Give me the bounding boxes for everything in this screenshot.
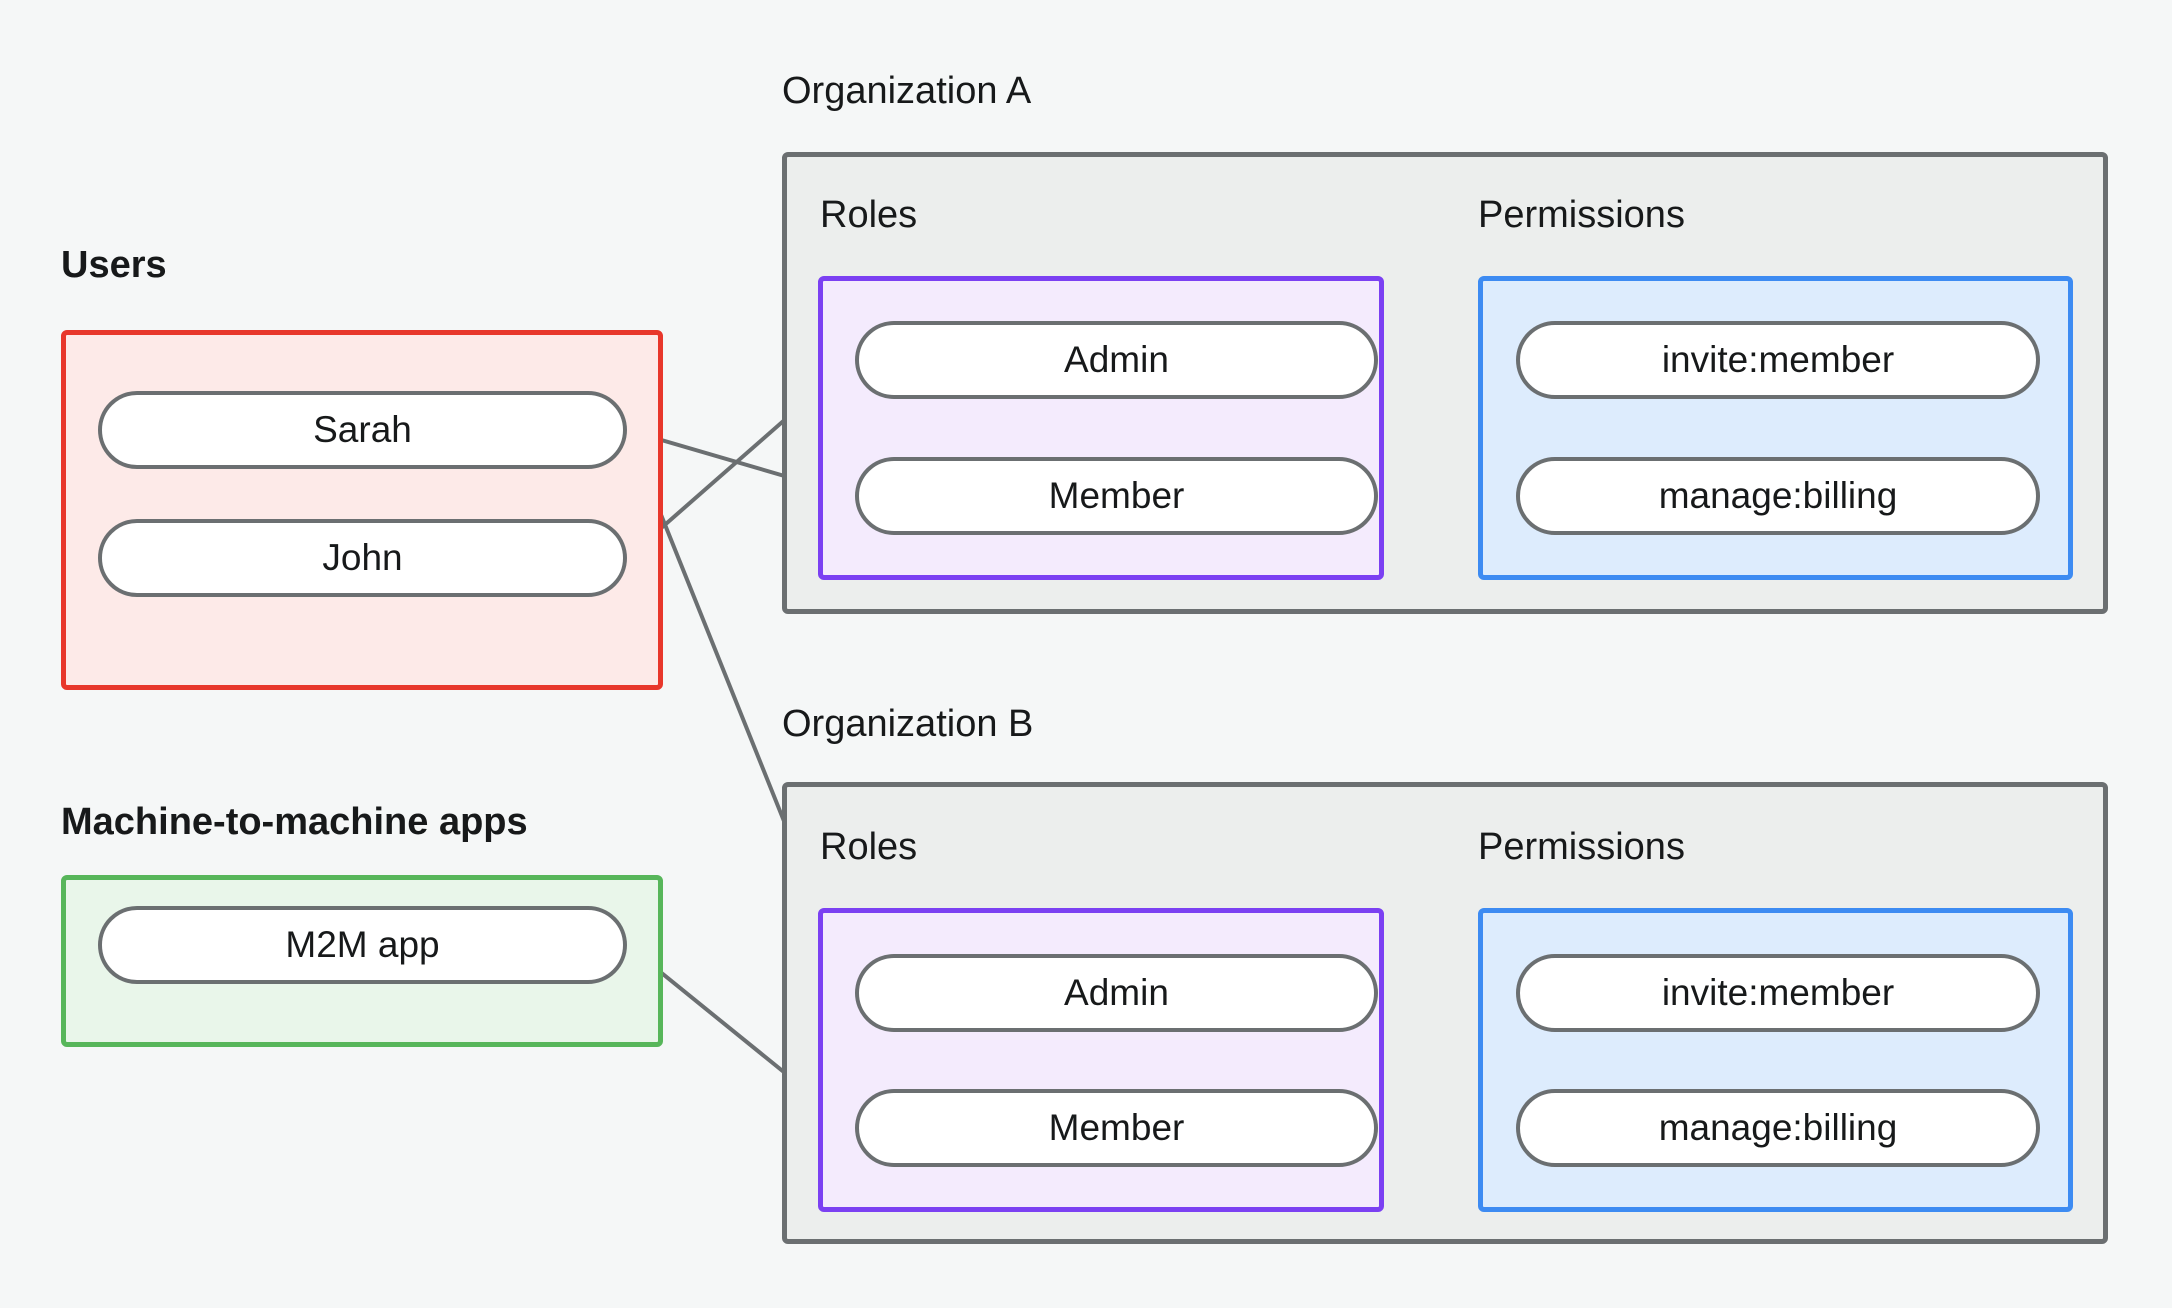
node-org-a-invite-member[interactable]: invite:member — [1516, 321, 2040, 399]
org-a-roles-label: Roles — [820, 194, 918, 236]
node-org-a-admin[interactable]: Admin — [855, 321, 1378, 399]
org-a-caption: Organization A — [782, 70, 1032, 112]
org-b-permissions-label: Permissions — [1478, 826, 1685, 868]
node-org-a-manage-billing[interactable]: manage:billing — [1516, 457, 2040, 535]
node-org-b-invite-member[interactable]: invite:member — [1516, 954, 2040, 1032]
node-sarah[interactable]: Sarah — [98, 391, 627, 469]
node-org-b-member[interactable]: Member — [855, 1089, 1378, 1167]
node-org-a-member[interactable]: Member — [855, 457, 1378, 535]
org-b-roles-label: Roles — [820, 826, 918, 868]
users-group-box — [61, 330, 663, 690]
node-john[interactable]: John — [98, 519, 627, 597]
users-caption: Users — [61, 244, 167, 286]
org-b-caption: Organization B — [782, 703, 1034, 745]
m2m-caption: Machine-to-machine apps — [61, 801, 528, 843]
node-m2m-app[interactable]: M2M app — [98, 906, 627, 984]
node-org-b-manage-billing[interactable]: manage:billing — [1516, 1089, 2040, 1167]
org-a-permissions-label: Permissions — [1478, 194, 1685, 236]
node-org-b-admin[interactable]: Admin — [855, 954, 1378, 1032]
